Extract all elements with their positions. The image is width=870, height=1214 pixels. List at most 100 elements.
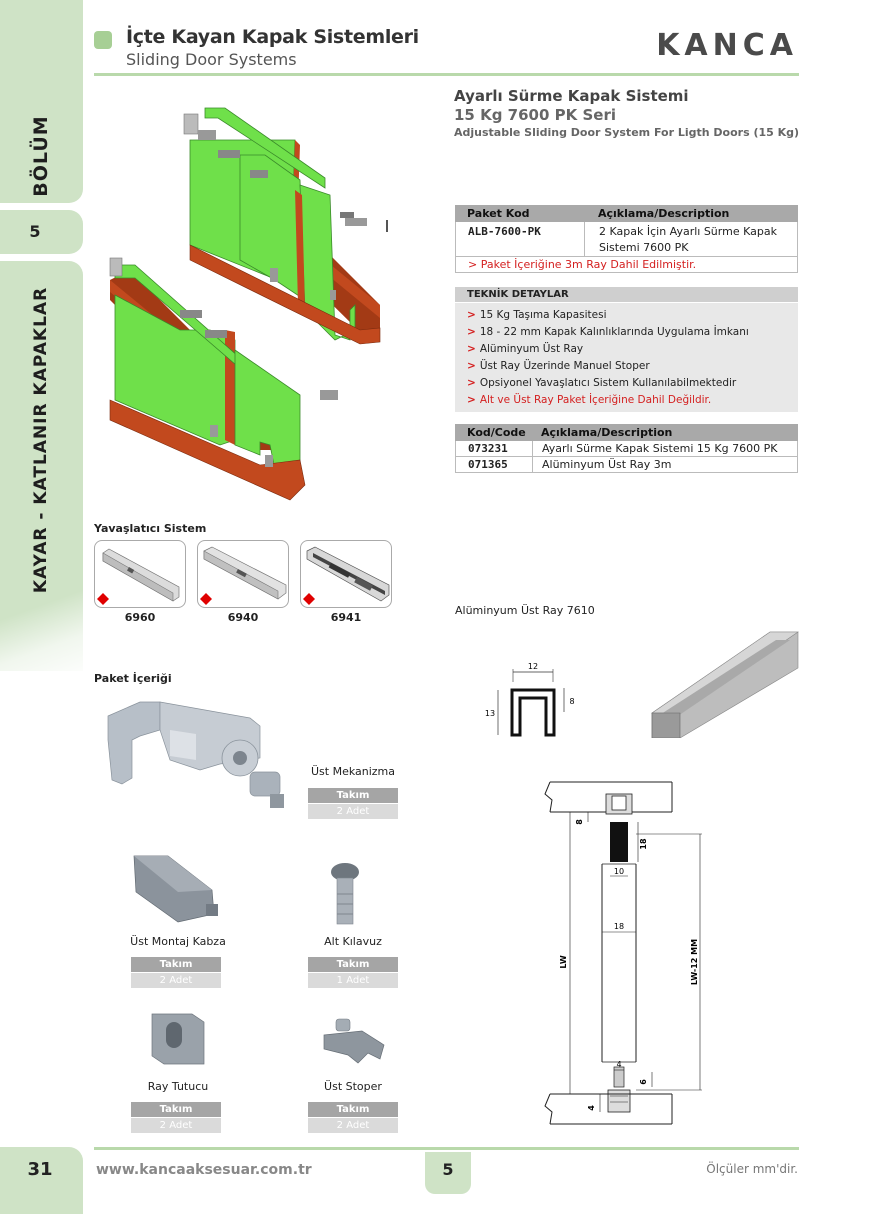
website-link[interactable]: www.kancaaksesuar.com.tr — [96, 1162, 312, 1178]
sidebar: BÖLÜM 5 KAYAR - KATLANIR KAPAKLAR 31 — [0, 0, 83, 1214]
rail-3d-illustration — [651, 631, 799, 738]
top-mounting-bracket-icon — [133, 855, 218, 923]
badge-qty: 2 Adet — [131, 973, 221, 988]
damper-6960-icon — [97, 548, 180, 605]
badge-label: Takım — [308, 1102, 398, 1117]
tech-item-text: 15 Kg Taşıma Kapasitesi — [479, 309, 607, 321]
bottom-guide-icon — [331, 863, 359, 925]
package-table-header: Paket Kod Açıklama/Description — [455, 205, 798, 222]
damper-code: 6941 — [330, 611, 362, 624]
description-cell: Ayarlı Sürme Kapak Sistemi 15 Kg 7600 PK — [542, 442, 778, 455]
column-divider — [532, 441, 533, 456]
column-divider — [532, 457, 533, 472]
damper-card-6940 — [197, 540, 289, 608]
list-item: >Opsiyonel Yavaşlatıcı Sistem Kullanılab… — [455, 375, 798, 392]
qty-badge-top-mounting: Takım 2 Adet — [131, 957, 221, 988]
codes-table: Kod/Code Açıklama/Description 073231 Aya… — [455, 424, 798, 473]
header-description: Açıklama/Description — [541, 426, 673, 439]
rail-holder-icon — [151, 1013, 205, 1065]
sidebar-number-block — [0, 210, 83, 254]
arrow-icon: > — [467, 309, 476, 321]
badge-qty: 2 Adet — [308, 1118, 398, 1133]
rail-label: Alüminyum Üst Ray 7610 — [455, 604, 595, 617]
dim-mechanism-width: 10 — [614, 867, 624, 876]
page-number: 31 — [27, 1159, 53, 1180]
sidebar-page-block — [0, 1147, 83, 1214]
arrow-icon: > — [467, 326, 476, 338]
door-set-bottom — [109, 257, 338, 501]
arrow-icon: > — [467, 394, 476, 406]
dim-top-gap: 8 — [575, 819, 584, 825]
table-row: ALB-7600-PK 2 Kapak İçin Ayarlı Sürme Ka… — [455, 222, 798, 257]
tech-item-text: Alüminyum Üst Ray — [479, 343, 584, 355]
page-title: İçte Kayan Kapak Sistemleri — [126, 26, 419, 48]
header-divider — [94, 73, 799, 76]
damper-code: 6960 — [124, 611, 156, 624]
table-row: 071365 Alüminyum Üst Ray 3m — [455, 457, 798, 473]
rail-profile-drawing: 12 13 8 — [485, 662, 575, 737]
product-english-title: Adjustable Sliding Door System For Ligth… — [454, 126, 800, 139]
codes-table-header: Kod/Code Açıklama/Description — [455, 424, 798, 441]
damper-6941-icon — [303, 546, 390, 605]
top-mechanism-icon — [107, 701, 284, 808]
item-name-top-mounting: Üst Montaj Kabza — [130, 935, 226, 948]
installation-technical-drawing: 8 18 10 18 LW LW-12 MM 4 6 4 — [544, 781, 702, 1125]
tech-list: >15 Kg Taşıma Kapasitesi >18 - 22 mm Kap… — [455, 303, 798, 412]
dim-groove-depth: 4 — [587, 1105, 596, 1111]
tech-item-text: Üst Ray Üzerinde Manuel Stoper — [479, 360, 650, 372]
header-code: Kod/Code — [467, 426, 526, 439]
item-name-bottom-guide: Alt Kılavuz — [324, 935, 382, 948]
sidebar-section-block — [0, 0, 83, 203]
dim-lw: LW — [559, 955, 568, 968]
header-description: Açıklama/Description — [598, 207, 730, 220]
list-item: >15 Kg Taşıma Kapasitesi — [455, 307, 798, 324]
damper-section-label: Yavaşlatıcı Sistem — [94, 522, 207, 535]
list-item: >Üst Ray Üzerinde Manuel Stoper — [455, 358, 798, 375]
product-title: Ayarlı Sürme Kapak Sistemi — [454, 87, 689, 105]
qty-badge-rail-holder: Takım 2 Adet — [131, 1102, 221, 1133]
badge-qty: 1 Adet — [308, 973, 398, 988]
footer-section-tab: 5 — [425, 1152, 471, 1194]
badge-qty: 2 Adet — [131, 1118, 221, 1133]
dim-mechanism-height: 18 — [639, 838, 648, 850]
badge-qty: 2 Adet — [308, 804, 398, 819]
top-stopper-icon — [323, 1018, 385, 1064]
list-item: >18 - 22 mm Kapak Kalınlıklarında Uygula… — [455, 324, 798, 341]
item-name-top-mechanism: Üst Mekanizma — [310, 765, 396, 778]
damper-6940-icon — [200, 546, 287, 605]
arrow-icon: > — [467, 360, 476, 372]
door-set-top — [183, 107, 388, 341]
rail-dim-width: 12 — [528, 662, 538, 671]
arrow-icon: > — [467, 343, 476, 355]
sidebar-section-word: BÖLÜM — [30, 115, 52, 197]
damper-code: 6940 — [227, 611, 259, 624]
tech-item-text: Opsiyonel Yavaşlatıcı Sistem Kullanılabi… — [479, 377, 737, 389]
table-row: 073231 Ayarlı Sürme Kapak Sistemi 15 Kg … — [455, 441, 798, 457]
sidebar-fade — [0, 560, 83, 680]
list-item: >Alüminyum Üst Ray — [455, 341, 798, 358]
brand-logo: KANCA — [656, 28, 798, 63]
page-subtitle: Sliding Door Systems — [126, 50, 297, 69]
tech-details: TEKNİK DETAYLAR >15 Kg Taşıma Kapasitesi… — [455, 287, 798, 412]
qty-badge-bottom-guide: Takım 1 Adet — [308, 957, 398, 988]
item-name-top-stopper: Üst Stoper — [324, 1080, 382, 1093]
dim-guide-width: 4 — [616, 1060, 621, 1069]
dim-door-thickness: 18 — [614, 922, 624, 931]
product-series: 15 Kg 7600 PK Seri — [454, 106, 617, 124]
damper-card-6960 — [94, 540, 186, 608]
tech-heading: TEKNİK DETAYLAR — [455, 287, 798, 302]
rail-dim-depth: 8 — [569, 697, 574, 706]
rail-dim-height: 13 — [485, 709, 495, 718]
tech-item-text: Alt ve Üst Ray Paket İçeriğine Dahil Değ… — [479, 394, 712, 406]
column-divider — [584, 222, 585, 256]
package-code: ALB-7600-PK — [468, 225, 541, 238]
dim-lw-minus-12: LW-12 MM — [690, 939, 699, 985]
arrow-icon: > — [467, 377, 476, 389]
sidebar-section-number: 5 — [29, 222, 41, 241]
package-note: > Paket İçeriğine 3m Ray Dahil Edilmişti… — [455, 257, 798, 273]
badge-label: Takım — [131, 1102, 221, 1117]
damper-card-6941 — [300, 540, 392, 608]
sliding-door-illustration — [109, 107, 388, 501]
qty-badge-top-stopper: Takım 2 Adet — [308, 1102, 398, 1133]
badge-label: Takım — [308, 788, 398, 803]
